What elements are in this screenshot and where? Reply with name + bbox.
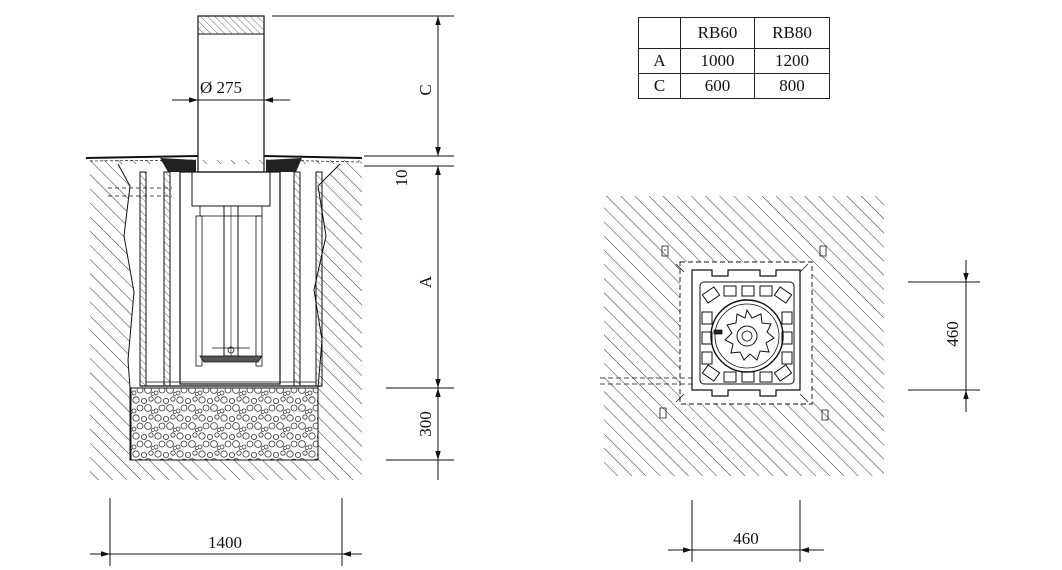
table-cell: 600	[680, 73, 755, 99]
outer-ring	[710, 299, 784, 373]
gear-shape	[724, 308, 775, 361]
dimension-lines	[90, 15, 454, 566]
foundation-box-left-wall	[139, 171, 147, 387]
plan-height-label: 460	[943, 321, 962, 347]
plan-view	[600, 196, 884, 476]
anchor-frame	[691, 269, 801, 397]
offset-label: 10	[392, 170, 411, 187]
excavation-width-label: 1400	[208, 533, 242, 552]
gravel-bed	[130, 387, 319, 461]
inner-casing	[179, 171, 281, 385]
table-row: C 600 800	[638, 73, 830, 99]
corner-anchors	[659, 245, 829, 421]
ground-surface	[85, 155, 363, 159]
foundation-box-right-wall	[293, 171, 301, 387]
plan-dimension-lines	[668, 260, 980, 562]
plan-width-label: 460	[733, 529, 759, 548]
table-cell: 800	[754, 73, 830, 99]
pit-outline-dashed	[679, 261, 813, 405]
table-cell: 1200	[754, 48, 830, 74]
table-row: A 1000 1200	[638, 48, 830, 74]
gravel-depth-label: 300	[416, 411, 435, 437]
diameter-label: Ø 275	[200, 78, 242, 97]
table-cell: A	[638, 48, 681, 74]
height-a-label: A	[416, 275, 435, 288]
height-c-label: C	[416, 84, 435, 95]
center-hub	[736, 325, 758, 347]
ground-hatch	[90, 160, 362, 480]
section-view	[85, 15, 363, 480]
reflective-band	[197, 15, 265, 35]
dimension-table: RB60 RB80 A 1000 1200 C 600 800	[638, 17, 830, 99]
plan-ground-hatch	[604, 196, 884, 476]
table-cell: C	[638, 73, 681, 99]
radial-slots	[701, 285, 793, 383]
